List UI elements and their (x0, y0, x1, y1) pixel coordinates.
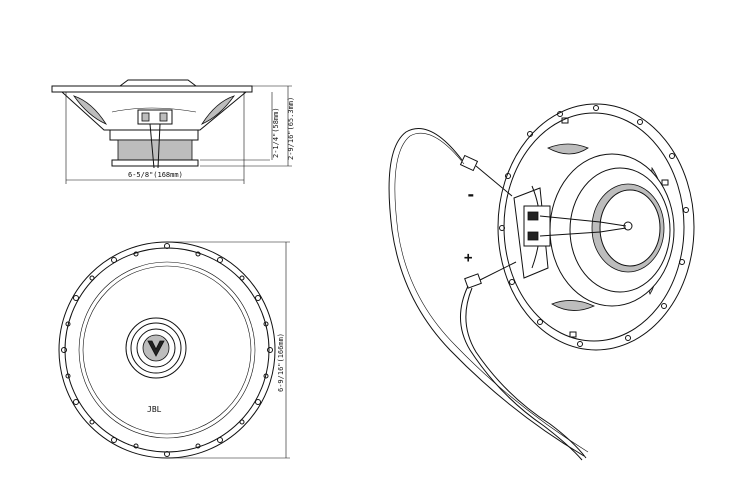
overall-depth-label: 2-9/16"(65.3mm) (287, 97, 295, 160)
side-terminal-left (142, 113, 149, 121)
side-magnet-back (112, 160, 198, 166)
width-label: 6-5/8"(168mm) (128, 171, 183, 179)
negative-terminal-label: - (466, 185, 476, 204)
side-tweeter-top (120, 80, 196, 86)
rear-magnet-cap (600, 190, 660, 266)
rear-terminal-negative (528, 212, 538, 220)
positive-connector (465, 274, 482, 288)
front-tweeter-dome (143, 335, 169, 361)
front-view: JBL 6-9/16"(166mm) (59, 242, 290, 458)
side-flange (52, 86, 252, 92)
side-terminal-right (160, 113, 167, 121)
rear-terminal-positive (528, 232, 538, 240)
rear-perspective-view: - + (389, 104, 694, 460)
side-magnet (118, 140, 192, 160)
side-magnet-plate (110, 130, 198, 140)
side-view: 2-1/4"(58mm) 2-9/16"(65.3mm) 6-5/8"(168m… (52, 80, 295, 184)
brand-logo: JBL (147, 405, 162, 414)
diameter-label: 6-9/16"(166mm) (277, 333, 285, 392)
mount-depth-label: 2-1/4"(58mm) (272, 107, 280, 158)
positive-terminal-label: + (464, 250, 472, 266)
